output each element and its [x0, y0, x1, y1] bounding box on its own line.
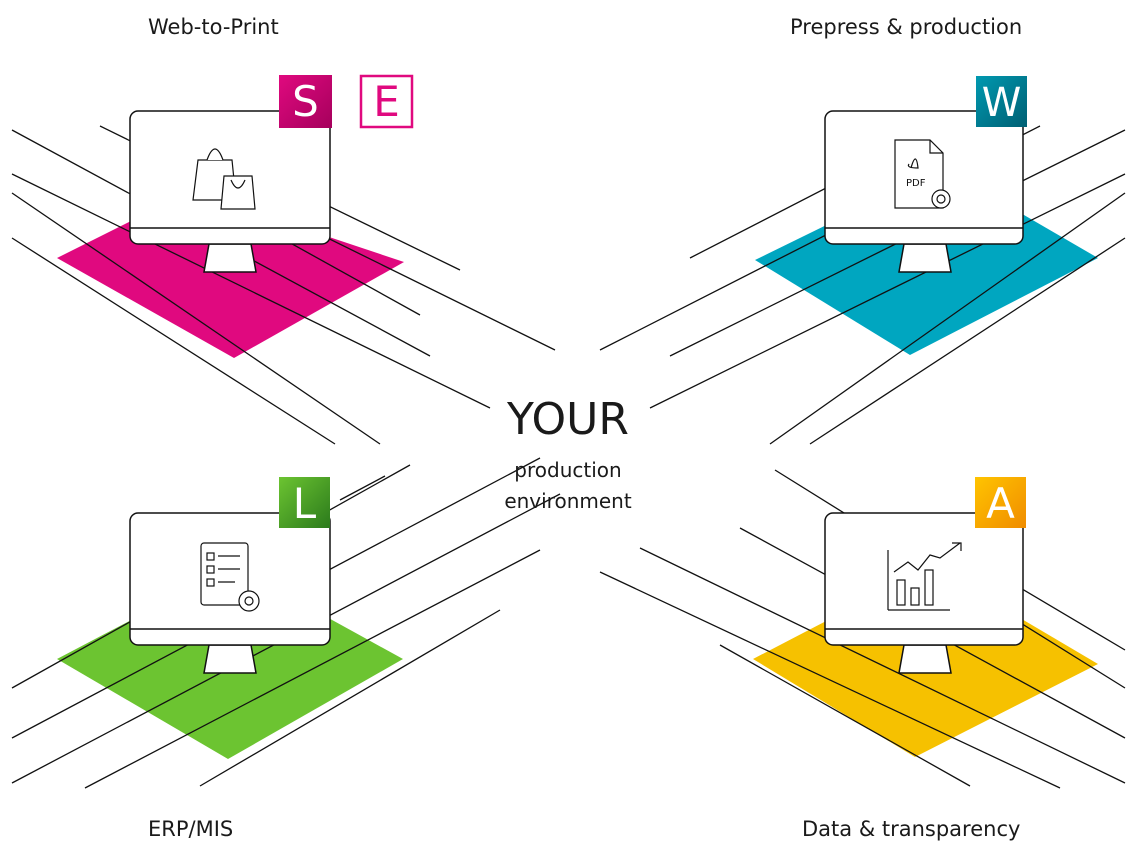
label-prepress-production: Prepress & production	[790, 15, 1023, 39]
svg-text:S: S	[292, 77, 319, 126]
center-subtitle-line1: production	[514, 458, 622, 482]
badge-w: W	[976, 76, 1027, 127]
badge-s: S	[279, 75, 332, 128]
badge-e: E	[359, 74, 414, 129]
monitor-prepress: PDF	[824, 110, 1024, 273]
center-title: YOUR	[507, 394, 629, 445]
svg-text:L: L	[293, 479, 317, 528]
svg-text:W: W	[982, 80, 1022, 126]
monitor-web-to-print	[129, 110, 331, 273]
badge-l: L	[279, 477, 330, 528]
svg-text:A: A	[986, 479, 1015, 528]
checklist-gear-icon	[200, 542, 260, 612]
center-subtitle-line2: environment	[504, 489, 632, 513]
chart-growth-icon	[887, 542, 962, 611]
badge-a: A	[975, 477, 1026, 528]
label-erp-mis: ERP/MIS	[148, 817, 234, 841]
shopping-bags-icon	[192, 148, 256, 210]
pdf-document-gear-icon	[894, 139, 951, 209]
svg-text:E: E	[373, 77, 400, 126]
monitor-data-transparency	[824, 512, 1024, 674]
label-data-transparency: Data & transparency	[802, 817, 1021, 841]
monitor-erp-mis	[129, 512, 331, 674]
pdf-label: PDF	[906, 178, 926, 189]
label-web-to-print: Web-to-Print	[148, 15, 279, 39]
